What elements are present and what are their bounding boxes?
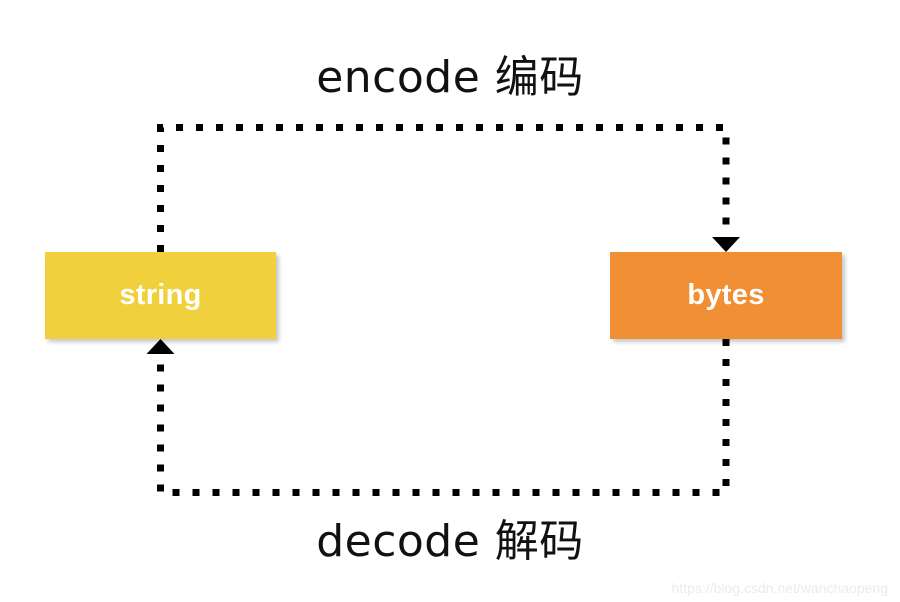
node-string[interactable]: string xyxy=(45,252,276,339)
watermark-text: https://blog.csdn.net/wanchaopeng xyxy=(671,580,888,596)
decode-arrowhead xyxy=(146,339,175,354)
encode-connector xyxy=(157,124,740,252)
encode-arrowhead xyxy=(712,237,740,252)
node-string-label: string xyxy=(119,279,202,311)
node-bytes[interactable]: bytes xyxy=(610,252,842,339)
encode-edge-label: encode 编码 xyxy=(316,52,584,103)
node-bytes-label: bytes xyxy=(687,279,765,311)
decode-edge-label: decode 解码 xyxy=(316,516,584,567)
decode-connector xyxy=(146,339,730,496)
